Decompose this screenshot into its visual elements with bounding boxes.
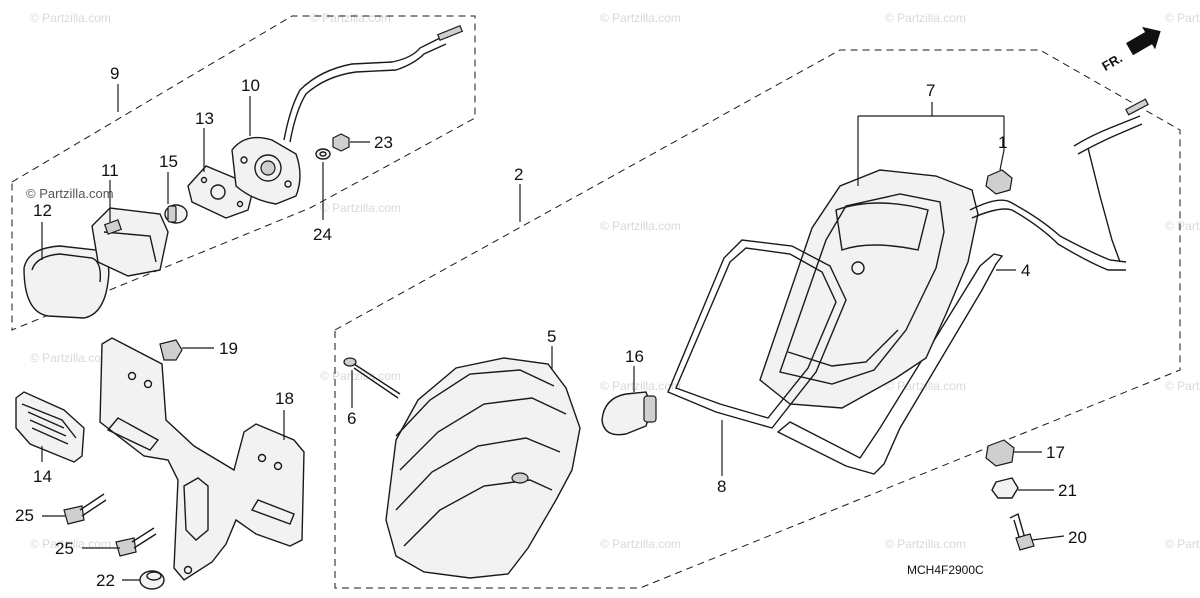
watermark: © Partzilla.com	[26, 186, 114, 201]
watermark: © Partzilla.com	[600, 379, 681, 393]
callout-11: 11	[101, 161, 119, 180]
group-boundary-2	[334, 49, 1181, 589]
callout-17: 17	[1046, 443, 1065, 462]
watermark: © Partzilla.com	[320, 369, 401, 383]
callout-13: 13	[195, 109, 214, 128]
callout-24: 24	[313, 225, 332, 244]
watermark: © Partzilla.com	[1165, 537, 1200, 551]
part-1-grommet	[985, 169, 1013, 195]
part-13-gasket	[187, 165, 255, 219]
callout-18: 18	[275, 389, 294, 408]
part-21-nut	[991, 477, 1019, 499]
watermark: © Partzilla.com	[1165, 11, 1200, 25]
callout-12: 12	[33, 201, 52, 220]
part-8-lens-gasket-inner	[675, 247, 837, 419]
callout-23: 23	[374, 133, 393, 152]
part-22-grommet	[139, 570, 165, 590]
callout-5: 5	[547, 327, 556, 346]
callout-20: 20	[1068, 528, 1087, 547]
leader-lines	[41, 84, 1065, 581]
callout-14: 14	[33, 467, 52, 486]
callout-22: 22	[96, 571, 115, 590]
part-8-lens-gasket	[667, 239, 847, 429]
callout-15: 15	[159, 152, 178, 171]
part-23-nut	[332, 133, 350, 152]
part-17-grommet	[985, 439, 1015, 467]
part-10-socket-harness	[231, 24, 464, 205]
callout-6: 6	[347, 409, 356, 428]
callout-8: 8	[717, 477, 726, 496]
callout-25-lower: 25	[55, 539, 74, 558]
callout-2: 2	[514, 165, 523, 184]
part-6-screw	[343, 357, 401, 399]
part-19-clip	[159, 339, 183, 361]
part-20-bolt	[1009, 512, 1035, 551]
part-12-lens	[23, 245, 110, 319]
watermark: © Partzilla.com	[600, 219, 681, 233]
part-5-tail-lens	[385, 357, 581, 579]
callout-25-upper: 25	[15, 506, 34, 525]
watermark: © Partzilla.com	[600, 537, 681, 551]
part-25-bolt-upper	[63, 493, 107, 525]
watermark: © Partzilla.com	[1165, 379, 1200, 393]
watermark: © Partzilla.com	[600, 11, 681, 25]
part-11-lamp-housing	[91, 207, 169, 277]
arrow-shape	[1126, 26, 1161, 56]
callout-7: 7	[926, 81, 935, 100]
watermark: © Partzilla.com	[30, 351, 111, 365]
part-14-reflector	[15, 391, 85, 463]
part-15-bulb	[164, 204, 188, 224]
part-4-gasket	[776, 253, 1004, 475]
watermark: © Partzilla.com	[310, 11, 391, 25]
watermark: © Partzilla.com	[320, 201, 401, 215]
watermark: © Partzilla.com	[885, 537, 966, 551]
callout-labels: 9 10 13 15 11 12 23 24 2 19 18 14 25 25 …	[15, 64, 1087, 590]
callout-9: 9	[110, 64, 119, 83]
group-boundary-9	[11, 15, 476, 331]
part-25-bolt-lower	[115, 527, 157, 557]
callout-1: 1	[998, 133, 1007, 152]
front-indicator-label: FR.	[1099, 50, 1125, 73]
callout-16: 16	[625, 347, 644, 366]
front-direction-arrow-icon: FR.	[1099, 26, 1161, 74]
watermark: © Partzilla.com	[1165, 219, 1200, 233]
callout-19: 19	[219, 339, 238, 358]
part-24-washer	[315, 148, 331, 160]
watermark: © Partzilla.com	[30, 11, 111, 25]
watermark: © Partzilla.com	[885, 11, 966, 25]
callout-21: 21	[1058, 481, 1077, 500]
callout-10: 10	[241, 76, 260, 95]
part-16-bulb	[601, 391, 657, 436]
drawing-code: MCH4F2900C	[907, 563, 984, 577]
part-7-tail-light-housing	[759, 98, 1149, 409]
bracket-plate	[99, 337, 305, 581]
callout-4: 4	[1021, 261, 1030, 280]
